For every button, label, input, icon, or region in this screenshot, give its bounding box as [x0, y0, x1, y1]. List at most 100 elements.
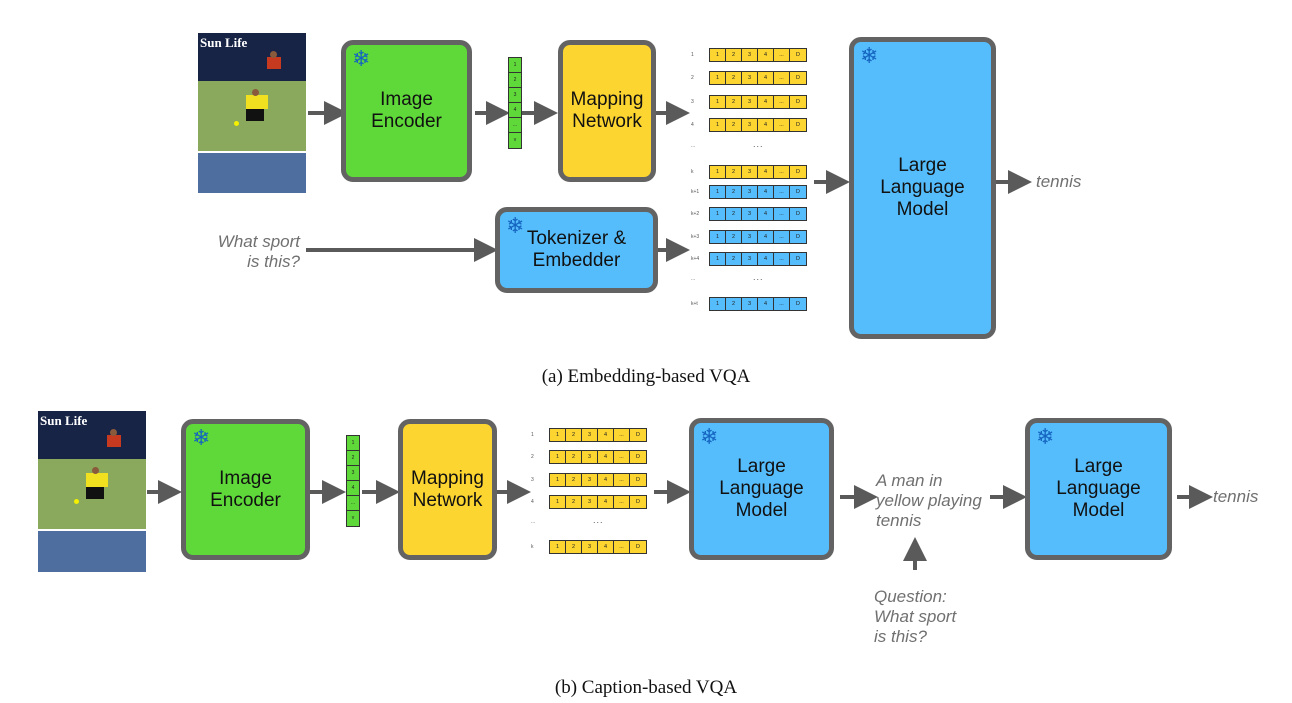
- embedding-cell: 4: [598, 428, 614, 441]
- embedding-cell: D: [790, 230, 806, 243]
- vector-cell: ...: [347, 496, 359, 511]
- caption-b: (b) Caption-based VQA: [554, 677, 738, 698]
- large-language-model-a: ❄ Large Language Model: [849, 37, 996, 339]
- image-encoder-b: ❄ Image Encoder: [181, 419, 310, 560]
- embedding-cell: 1: [710, 95, 726, 108]
- mapping-network-a: Mapping Network: [558, 40, 656, 182]
- embedding-cell: 2: [726, 166, 742, 178]
- token-index-ellipsis: ...: [691, 143, 696, 149]
- embedding-cell: 1: [550, 428, 566, 441]
- snowflake-icon: ❄: [192, 426, 211, 451]
- embedding-cell: ...: [614, 428, 630, 441]
- embedding-cell: ...: [774, 48, 790, 61]
- image-feature-vector-a: 1 2 3 4 ... v: [508, 57, 522, 149]
- photo-logo-text: Sun Life: [40, 413, 88, 428]
- caption-a: (a) Embedding-based VQA: [541, 366, 751, 387]
- photo-ball: [74, 499, 79, 504]
- embedding-cell: 4: [758, 95, 774, 108]
- embedding-cell: 3: [742, 208, 758, 220]
- embedding-cell: 2: [726, 119, 742, 131]
- vector-cell: 2: [509, 73, 521, 88]
- image-encoder-label: Image Encoder: [371, 89, 442, 132]
- photo-background-wall: [198, 33, 306, 81]
- embedding-cell: 1: [550, 496, 566, 508]
- embedding-cell: 3: [582, 451, 598, 463]
- embedding-cell: 4: [758, 48, 774, 61]
- token-index: k+3: [691, 233, 700, 240]
- vector-cell: v: [351, 515, 355, 521]
- embedding-cell: ...: [774, 230, 790, 243]
- embedding-cell: 3: [582, 541, 598, 553]
- embedding-cell: 2: [726, 230, 742, 243]
- embedding-cell: 3: [742, 298, 758, 310]
- token-index: k+2: [691, 211, 700, 217]
- embedding-cell: D: [630, 496, 646, 508]
- photo-ball: [234, 121, 239, 126]
- image-encoder-a: ❄ Image Encoder: [341, 40, 472, 182]
- embedding-cell: 2: [726, 185, 742, 198]
- token-index: k+t: [691, 301, 698, 307]
- token-index: 1: [531, 431, 534, 438]
- embedding-cell: 4: [758, 208, 774, 220]
- embedding-cell: 2: [566, 473, 582, 486]
- embedding-cell: 2: [726, 253, 742, 265]
- mapping-network-label: Mapping Network: [411, 467, 484, 511]
- embedding-cell: 2: [566, 541, 582, 553]
- embedding-cell: 2: [726, 95, 742, 108]
- vector-cell: ...: [509, 118, 521, 133]
- embedding-cell: 1: [550, 541, 566, 553]
- embedding-cell: 4: [758, 298, 774, 310]
- token-row-ellipsis: ...: [753, 272, 764, 282]
- embedding-cell: 3: [742, 230, 758, 243]
- embedding-cell: 3: [742, 48, 758, 61]
- embedding-cell: 3: [742, 119, 758, 131]
- embedding-cell: 1: [710, 253, 726, 265]
- snowflake-icon: ❄: [1036, 425, 1055, 450]
- vector-cell: v: [513, 137, 517, 143]
- embedding-cell: D: [790, 253, 806, 265]
- photo-line-judge: [107, 435, 121, 447]
- image-encoder-label: Image Encoder: [210, 467, 281, 511]
- image-feature-vector-b: 1 2 3 4 ... v: [346, 435, 360, 527]
- embedding-cell: 4: [758, 230, 774, 243]
- embedding-cell: 3: [742, 253, 758, 265]
- embedding-cell: 4: [758, 185, 774, 198]
- snowflake-icon: ❄: [352, 47, 371, 72]
- photo-background-wall: [38, 411, 146, 460]
- photo-line-judge: [267, 57, 281, 69]
- embedding-cell: 3: [582, 496, 598, 508]
- token-index: k+1: [691, 188, 700, 195]
- token-index: 3: [531, 476, 534, 483]
- embedding-cell: ...: [774, 119, 790, 131]
- embedding-cell: 3: [742, 72, 758, 84]
- mapping-network-b: Mapping Network: [398, 419, 497, 560]
- embedding-cell: D: [630, 428, 646, 441]
- token-index: 2: [531, 454, 534, 460]
- tennis-photo-a: Sun Life: [198, 33, 306, 193]
- snowflake-icon: ❄: [860, 44, 879, 69]
- llm-label: Large Language Model: [880, 155, 965, 220]
- embedding-cell: 4: [758, 72, 774, 84]
- embedding-cell: ...: [774, 72, 790, 84]
- output-text-a: tennis: [1036, 172, 1082, 191]
- token-index-ellipsis: ...: [531, 519, 536, 525]
- snowflake-icon: ❄: [700, 425, 719, 450]
- photo-player-shirt: [246, 95, 268, 109]
- embedding-cell: 4: [598, 541, 614, 553]
- photo-player-shirt: [86, 473, 108, 487]
- question-text-a: What sport is this?: [217, 232, 300, 271]
- embedding-cell: 1: [710, 166, 726, 178]
- token-index: 4: [691, 122, 694, 128]
- embedding-cell: 3: [742, 185, 758, 198]
